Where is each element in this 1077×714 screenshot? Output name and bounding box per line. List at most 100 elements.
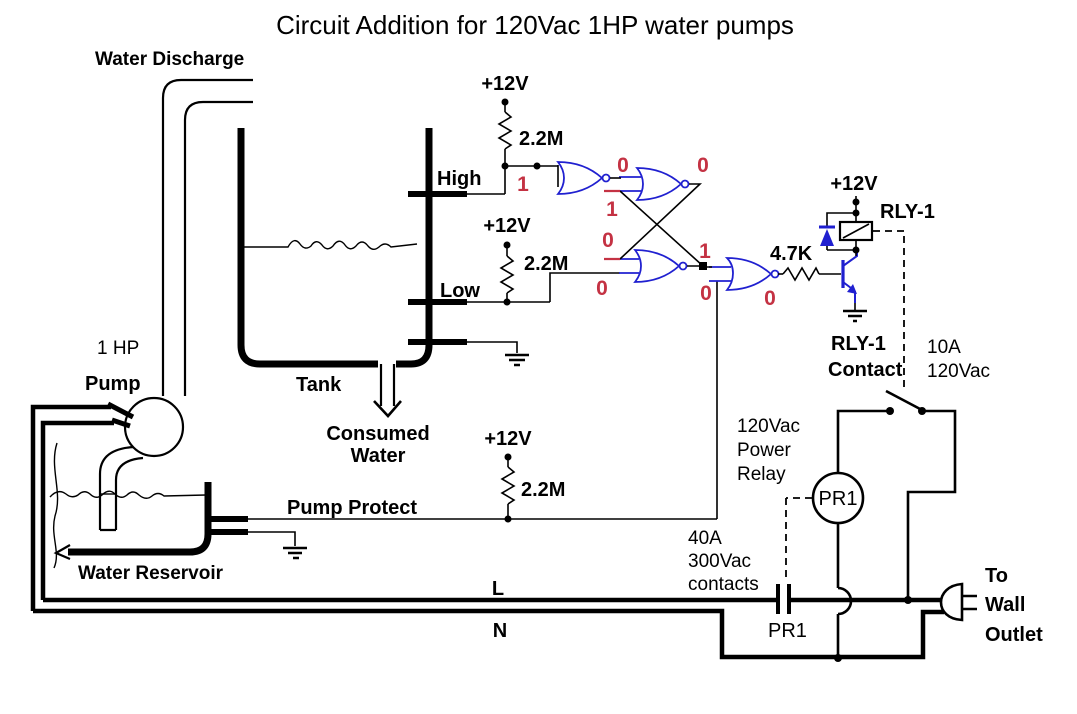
high-label: High: [437, 168, 481, 190]
tank-label: Tank: [296, 374, 342, 396]
relay-coil-diagonal: [842, 223, 870, 239]
pump-live-terminal: [111, 417, 131, 429]
g2-out-cross-wire: [619, 183, 703, 260]
g3-out-cross-wire: [619, 190, 712, 268]
nor-gate-3: [633, 249, 681, 283]
suction-pipe: [98, 445, 144, 532]
plug-icon: [939, 582, 964, 622]
resistor-high: [497, 111, 513, 150]
water-reservoir: [49, 442, 248, 569]
relay-rly1: +12V RLY-1: [819, 173, 935, 256]
nor-gate-2-bubble: [680, 179, 690, 189]
nor-gate-3-input-leads: [619, 258, 639, 274]
pump-hp-label: 1 HP: [97, 338, 139, 359]
pump-body: [123, 396, 185, 458]
power-relay-desc-2: Power: [737, 440, 792, 461]
neutral-line: [33, 608, 944, 660]
pr1-contacts-rating-3: contacts: [688, 574, 759, 595]
live-line-label: L: [492, 578, 504, 600]
state-g4-in: 0: [700, 282, 712, 305]
outlet-label-1: To: [985, 565, 1008, 587]
resistor-protect: [500, 466, 516, 505]
pump-neutral-wire: [30, 404, 111, 611]
pr1-contact-label: PR1: [768, 620, 807, 642]
mains-lines: [33, 597, 944, 660]
consumed-water-arrow-icon: [373, 400, 402, 418]
state-g1-out: 0: [617, 154, 629, 177]
tank-ground-symbol: [467, 341, 529, 367]
pump-neutral-terminal: [106, 401, 135, 420]
junction-dot: [852, 246, 860, 254]
resistor-low: [499, 255, 515, 294]
switch-terminal: [886, 407, 894, 415]
logic-state-labels: 1 0 0 1 0 1 0 0 0: [517, 154, 776, 310]
pr1-contacts-rating-2: 300Vac: [688, 551, 751, 572]
state-high-in: 1: [517, 173, 529, 196]
water-discharge-pipe: [161, 78, 253, 396]
state-low-in: 0: [596, 277, 608, 300]
state-g3-out: 1: [699, 240, 711, 263]
resistor-protect-value: 2.2M: [521, 479, 565, 501]
resistor-high-value: 2.2M: [519, 128, 563, 150]
contact-rating-1: 10A: [927, 337, 961, 358]
transistor-ground-symbol: [843, 309, 867, 323]
consumed-water-label-2: Water: [351, 445, 406, 467]
tank-wall-left: [237, 128, 378, 368]
junction-dot: [504, 515, 512, 523]
pump-live-wire: [40, 420, 114, 600]
high-sensor-circuit: +12V 2.2M: [467, 73, 563, 195]
v12-high-label: +12V: [481, 73, 529, 95]
pr1-contact-link: [785, 497, 812, 580]
reservoir-bank-line: [53, 442, 59, 569]
nor-gate-4: [724, 257, 773, 291]
page-title: Circuit Addition for 120Vac 1HP water pu…: [276, 10, 794, 40]
nor-gate-4-bubble: [770, 269, 780, 279]
pump: [98, 396, 185, 532]
nor-gate-3-bubble: [678, 261, 688, 271]
tank-water-line: [244, 239, 418, 250]
plug-prongs: [962, 594, 977, 611]
low-sensor-circuit: +12V 2.2M: [467, 215, 620, 306]
neutral-line-label: N: [493, 620, 507, 642]
contact-rating-2: 120Vac: [927, 361, 990, 382]
outlet-label-2: Wall: [985, 594, 1025, 616]
nor-gate-4-input-leads: [709, 266, 731, 282]
pump-power-wiring: [30, 401, 135, 611]
state-g4-out: 0: [764, 287, 776, 310]
state-g3-feedback: 0: [602, 229, 614, 252]
junction-dot: [834, 654, 842, 662]
state-g2-feedback: 1: [606, 198, 618, 221]
discharge-pipe-outer: [161, 78, 253, 396]
resistor-base-value: 4.7K: [770, 243, 813, 265]
relay-contact-link: [873, 230, 905, 387]
nor-gate-1: [556, 161, 604, 195]
outlet-label-3: Outlet: [985, 624, 1043, 646]
junction-dot: [501, 162, 509, 170]
junction-dot: [699, 262, 707, 270]
wire-hop: [837, 586, 853, 616]
reservoir-water-line: [49, 490, 207, 499]
tank-wall-right: [396, 128, 433, 368]
reservoir-edge-arrow-icon: [53, 544, 71, 561]
rly1-contact: RLY-1 Contact 10A 120Vac: [828, 230, 990, 604]
rly1-contact-label-2: Contact: [828, 359, 903, 381]
gate-input-ticks: [604, 189, 620, 261]
resistor-low-value: 2.2M: [524, 253, 568, 275]
state-g2-out: 0: [697, 154, 709, 177]
v12-relay-terminal: [852, 198, 860, 206]
resistor-base: [782, 266, 820, 282]
consumed-water-label-1: Consumed: [326, 423, 429, 445]
nor-gate-2-input-leads: [619, 176, 641, 192]
v12-relay-label: +12V: [830, 173, 878, 195]
pr1-coil-label: PR1: [819, 488, 858, 510]
reservoir-ground-symbol: [248, 531, 307, 560]
wall-outlet: To Wall Outlet: [939, 565, 1043, 646]
diode-branch-wires: [826, 212, 857, 256]
water-reservoir-label: Water Reservoir: [78, 563, 224, 584]
emitter-arrow-icon: [847, 284, 857, 294]
pump-protect-circuit: +12V 2.2M: [248, 281, 718, 523]
relay-name-label: RLY-1: [880, 201, 935, 223]
contact-right-wire: [906, 409, 957, 598]
logic-gates: 4.7K: [556, 161, 841, 291]
